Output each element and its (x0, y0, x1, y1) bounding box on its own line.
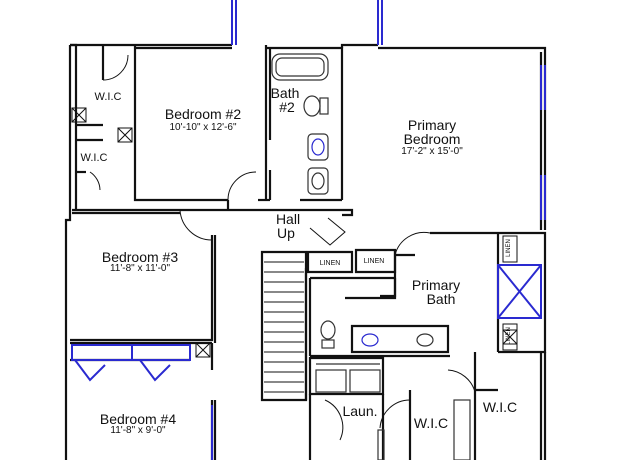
door-swing-bedroom2 (227, 171, 257, 201)
wall-bedroom2 (133, 45, 228, 202)
room-label-primary-bedroom-2: Bedroom (403, 131, 461, 147)
room-label-primary-bath-2: Bath (426, 291, 456, 307)
room-label-laundry: Laun. (342, 403, 378, 419)
chase-box-3 (195, 342, 211, 358)
toilet-primary (320, 320, 336, 340)
washer (315, 369, 347, 393)
wall-bedroom3 (70, 235, 214, 342)
vanity-counter (350, 324, 450, 354)
room-label-hall: Hall (275, 211, 301, 227)
room-label-hall-up: Up (277, 225, 295, 241)
door-swing-laundry (324, 399, 344, 441)
room-label-wic-mid: W.I.C (80, 152, 108, 164)
room-label-bedroom3: Bedroom #3 (101, 249, 179, 265)
room-dims-bedroom4: 11'-8" x 9'-0" (110, 425, 166, 436)
sink-primary-left (361, 333, 379, 347)
sink-bath2-bottom (307, 167, 329, 195)
room-label-wic-top: W.I.C (94, 91, 122, 103)
wall-linen (306, 250, 354, 274)
sink-bath2-top (307, 133, 329, 161)
closet-bi-fold (71, 344, 191, 361)
door-swing-wic (102, 54, 129, 81)
room-dims-primary-bedroom: 17'-2" x 15'-0" (401, 146, 463, 157)
linen-label-2: LINEN (363, 258, 385, 265)
room-label-bath2: Bath (270, 85, 300, 101)
room-dims-bedroom3: 11'-8" x 11'-0" (109, 263, 171, 274)
room-label-wic-primary-right: W.I.C (482, 399, 518, 415)
wall-bath2 (266, 46, 344, 200)
linen-label-vertical-2: LINEN (505, 327, 512, 345)
dryer (349, 369, 381, 393)
wall-hall (180, 208, 354, 217)
toilet-bath2 (303, 95, 321, 117)
chase-box-2 (117, 127, 133, 143)
door-swing-hall (179, 209, 213, 241)
room-label-bath2-number: #2 (279, 99, 295, 115)
room-label-primary-bedroom-1: Primary (407, 117, 457, 133)
room-dims-bedroom2: 10'-10" x 12'-6" (169, 122, 237, 133)
sink-primary-right (416, 333, 434, 347)
room-label-primary-bath-1: Primary (411, 277, 461, 293)
chase-box-1 (71, 107, 87, 123)
room-label-wic-primary-left: W.I.C (413, 415, 449, 431)
exterior-wall-left (64, 45, 72, 460)
exterior-wall-top-right (378, 46, 547, 230)
room-label-bedroom4: Bedroom #4 (99, 411, 177, 427)
linen-label-vertical-1: LINEN (505, 239, 512, 257)
stairs-outline (260, 250, 308, 402)
room-label-bedroom2: Bedroom #2 (164, 106, 242, 122)
linen-label-1: LINEN (319, 260, 341, 267)
bathtub (271, 53, 329, 81)
